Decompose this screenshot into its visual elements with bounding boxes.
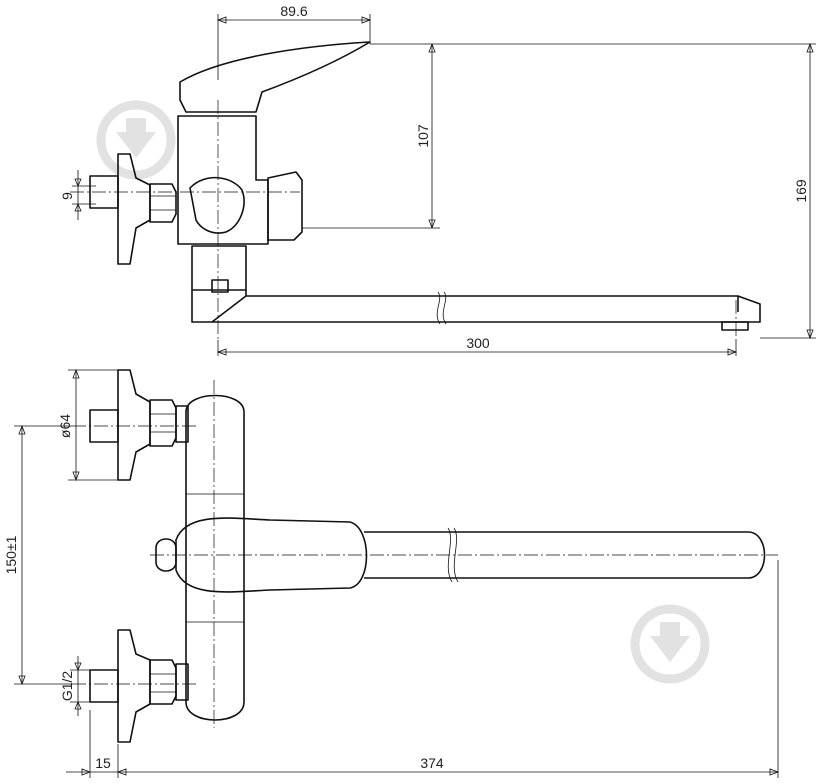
dim-label-15: 15 — [95, 755, 111, 771]
dimension-bottom: 15 374 — [66, 560, 780, 778]
dim-label-169: 169 — [793, 179, 809, 203]
dim-label-89-6: 89.6 — [280, 3, 307, 19]
dimension-height-169: 169 — [760, 42, 816, 340]
dim-label-150: 150±1 — [3, 535, 19, 574]
dim-label-107: 107 — [415, 124, 431, 148]
dimension-inlet-9: 9 — [59, 170, 96, 220]
dimension-top-lever: 89.6 — [216, 3, 372, 80]
dim-label-300: 300 — [466, 335, 490, 351]
dimension-reach-300: 300 — [216, 335, 738, 356]
dimension-height-107: 107 — [302, 42, 816, 230]
top-view — [72, 369, 778, 743]
dim-label-9: 9 — [59, 192, 75, 200]
dim-label-thread: G1/2 — [59, 671, 75, 702]
side-view — [70, 41, 761, 344]
dimension-center-150: 150±1 — [3, 424, 72, 686]
dimension-flange-64: ø64 — [57, 368, 130, 482]
watermark-icon-bottom — [630, 604, 710, 684]
dim-label-374: 374 — [420, 755, 444, 771]
watermark-icon-top — [96, 100, 176, 180]
dimension-thread: G1/2 — [59, 656, 96, 716]
